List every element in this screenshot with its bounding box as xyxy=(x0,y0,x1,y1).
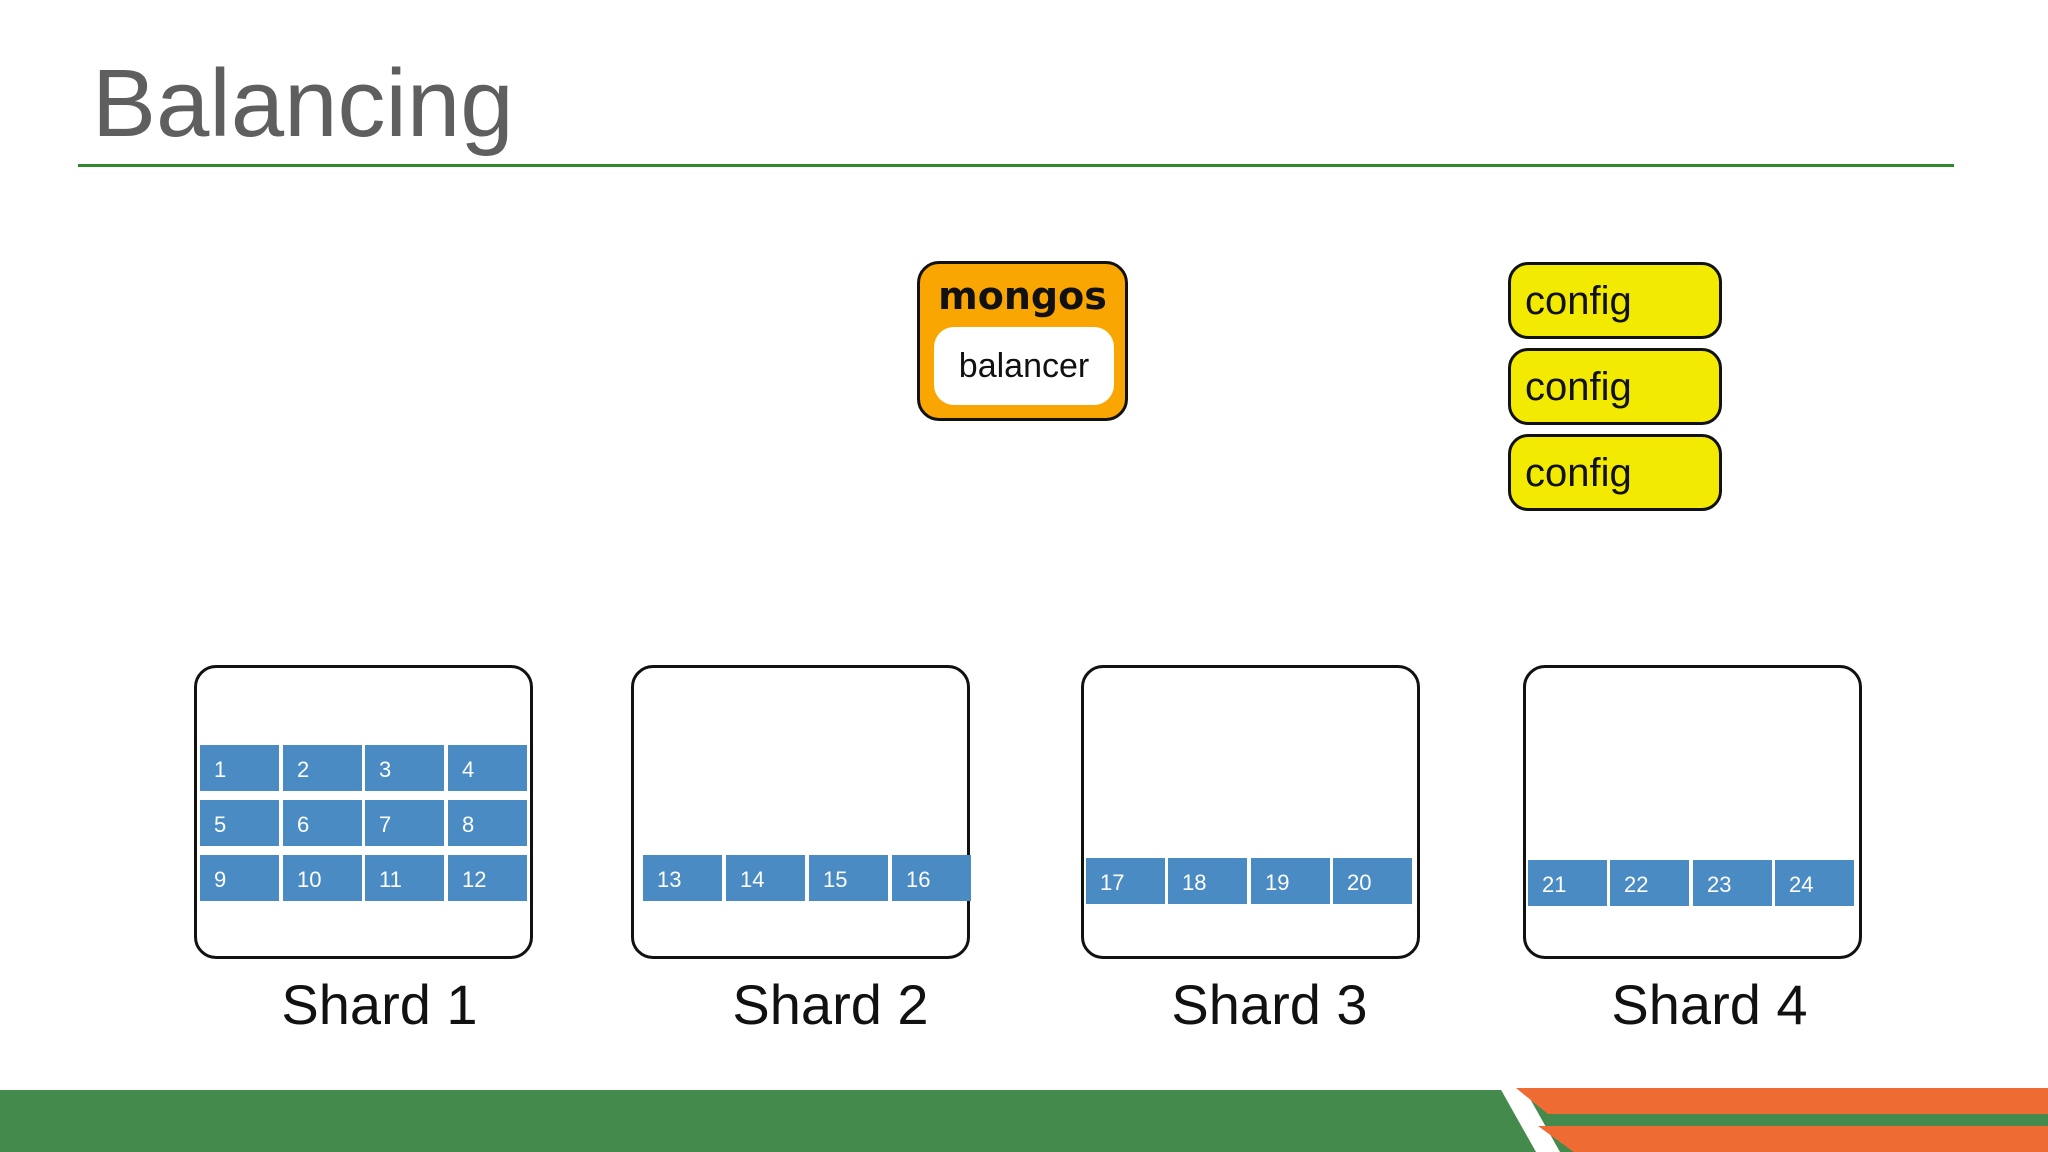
config-server-1: config xyxy=(1508,262,1722,339)
chunk: 2 xyxy=(283,745,362,791)
mongos-label: mongos xyxy=(938,274,1107,318)
footer-orange-stripe xyxy=(1516,1088,2048,1114)
chunk: 10 xyxy=(283,855,362,901)
shard-label: Shard 4 xyxy=(1611,973,1808,1036)
config-server-2: config xyxy=(1508,348,1722,425)
shard-label: Shard 3 xyxy=(1171,973,1368,1036)
balancer-node: balancer xyxy=(934,327,1114,405)
chunk: 19 xyxy=(1251,858,1330,904)
shard-3: 17 18 19 20 xyxy=(1081,665,1420,959)
title-divider xyxy=(78,164,1954,167)
chunk: 20 xyxy=(1333,858,1412,904)
chunk: 6 xyxy=(283,800,362,846)
chunk: 13 xyxy=(643,855,722,901)
config-label: config xyxy=(1525,279,1632,323)
chunk: 5 xyxy=(200,800,279,846)
chunk: 17 xyxy=(1086,858,1165,904)
shard-label: Shard 2 xyxy=(732,973,929,1036)
chunk: 7 xyxy=(365,800,444,846)
balancer-label: balancer xyxy=(958,347,1090,385)
chunk: 18 xyxy=(1168,858,1247,904)
chunk: 11 xyxy=(365,855,444,901)
chunk: 14 xyxy=(726,855,805,901)
shard-2: 13 14 15 16 xyxy=(631,665,971,959)
chunk: 12 xyxy=(448,855,527,901)
chunk: 15 xyxy=(809,855,888,901)
chunk: 9 xyxy=(200,855,279,901)
shard-4: 21 22 23 24 xyxy=(1523,665,1862,959)
footer-orange-stripe xyxy=(1538,1126,2048,1152)
chunk: 21 xyxy=(1528,860,1607,906)
slide-title: Balancing xyxy=(92,50,514,157)
shard-label: Shard 1 xyxy=(281,973,478,1036)
config-label: config xyxy=(1525,365,1632,409)
chunk: 3 xyxy=(365,745,444,791)
chunk: 8 xyxy=(448,800,527,846)
chunk: 4 xyxy=(448,745,527,791)
chunk: 16 xyxy=(892,855,971,901)
chunk: 23 xyxy=(1693,860,1772,906)
chunk: 22 xyxy=(1610,860,1689,906)
config-label: config xyxy=(1525,451,1632,495)
shard-1: 1 2 3 4 5 6 7 8 9 10 11 12 xyxy=(194,665,533,959)
mongos-node: mongos balancer xyxy=(917,261,1128,421)
chunk: 24 xyxy=(1775,860,1854,906)
config-server-3: config xyxy=(1508,434,1722,511)
chunk: 1 xyxy=(200,745,279,791)
